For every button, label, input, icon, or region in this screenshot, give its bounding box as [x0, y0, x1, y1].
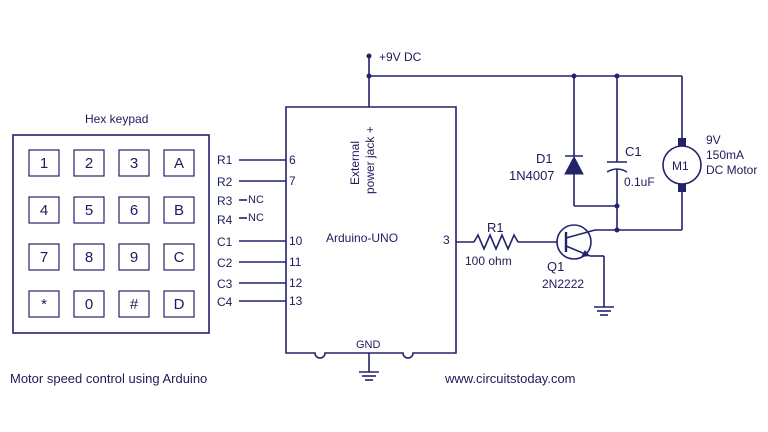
motor-ref: M1 — [672, 159, 689, 173]
keypad-key-label: 3 — [130, 155, 138, 172]
diode-part: 1N4007 — [509, 168, 555, 183]
resistor-ref: R1 — [487, 220, 504, 235]
capacitor-ref: C1 — [625, 144, 642, 159]
keypad-key — [118, 290, 150, 318]
arduino-label: Arduino-UNO — [326, 231, 398, 245]
keypad-key — [118, 196, 150, 224]
keypad-key — [163, 196, 195, 224]
website-url: www.circuitstoday.com — [444, 371, 576, 386]
power-label: +9V DC — [379, 50, 422, 64]
junction-collector — [614, 227, 620, 233]
keypad-key — [73, 290, 105, 318]
transistor-part: 2N2222 — [542, 277, 584, 291]
keypad-key-label: 5 — [85, 202, 93, 219]
keypad-key — [163, 243, 195, 271]
ground-symbol-transistor — [594, 306, 614, 316]
keypad-key — [73, 149, 105, 177]
transistor-ref: Q1 — [547, 259, 564, 274]
keypad-key — [163, 149, 195, 177]
arduino-pin-12: 12 — [289, 276, 303, 290]
keypad-key-label: A — [174, 155, 184, 172]
arduino-pin-7: 7 — [289, 174, 296, 188]
keypad-key — [73, 243, 105, 271]
keypad-key — [118, 149, 150, 177]
keypad-key — [118, 243, 150, 271]
nc-label-r3: NC — [248, 194, 264, 206]
arduino-out-pin-3: 3 — [443, 233, 450, 247]
keypad-key-label: D — [174, 296, 185, 313]
power-jack-label-1: External — [348, 141, 362, 185]
arduino-pin-10: 10 — [289, 234, 303, 248]
keypad-title: Hex keypad — [85, 112, 148, 126]
capacitor-value: 0.1uF — [624, 175, 655, 189]
keypad-key-label: 4 — [40, 202, 48, 219]
keypad-key-label: C — [174, 249, 185, 266]
nc-label-r4: NC — [248, 212, 264, 224]
transistor-collector — [565, 229, 596, 239]
keypad-key-label: * — [41, 296, 47, 313]
transistor-emitter-arrow — [581, 250, 590, 257]
motor-brush-bottom — [678, 184, 686, 192]
resistor-value: 100 ohm — [465, 254, 512, 268]
keypad-key-label: 0 — [85, 296, 93, 313]
keypad-key-label: 6 — [130, 202, 138, 219]
keypad-key — [28, 149, 60, 177]
keypad-key-label: # — [130, 296, 139, 313]
keypad-key-label: 2 — [85, 155, 93, 172]
keypad-key — [28, 243, 60, 271]
keypad-key-label: 8 — [85, 249, 93, 266]
pin-label-c4: C4 — [217, 295, 233, 309]
motor-type: DC Motor — [706, 163, 757, 177]
pin-label-c2: C2 — [217, 256, 233, 270]
keypad-key — [73, 196, 105, 224]
motor-voltage: 9V — [706, 133, 721, 147]
motor-current: 150mA — [706, 148, 744, 162]
keypad-key — [28, 196, 60, 224]
keypad-key — [28, 290, 60, 318]
keypad-body — [12, 134, 210, 334]
junction-rail-arduino — [366, 73, 372, 79]
arduino-body — [285, 106, 457, 359]
pin-label-c3: C3 — [217, 277, 233, 291]
arduino-pin-6: 6 — [289, 153, 296, 167]
arduino-pin-13: 13 — [289, 294, 303, 308]
keypad-key — [163, 290, 195, 318]
pin-label-c1: C1 — [217, 235, 233, 249]
keypad-key-label: 1 — [40, 155, 48, 172]
power-jack-label-2: power jack + — [363, 126, 377, 194]
keypad-key-label: B — [174, 202, 184, 219]
keypad-keys: 1 2 3 A 4 5 6 B 7 8 9 C * 0 # D — [28, 149, 195, 318]
diode-ref: D1 — [536, 151, 553, 166]
pin-label-r1: R1 — [217, 153, 233, 167]
transistor-symbol — [556, 224, 592, 260]
ground-symbol-arduino — [359, 371, 379, 381]
keypad-key-label: 7 — [40, 249, 48, 266]
pin-label-r3: R3 — [217, 194, 233, 208]
resistor-symbol — [473, 232, 519, 252]
motor-brush-top — [678, 138, 686, 146]
arduino-pin-11: 11 — [289, 255, 302, 269]
junction-diode-cap — [614, 203, 620, 209]
diode-symbol — [564, 155, 584, 175]
pin-label-r2: R2 — [217, 175, 233, 189]
arduino-gnd-label: GND — [356, 339, 381, 351]
diagram-title: Motor speed control using Arduino — [10, 371, 207, 386]
keypad-key-label: 9 — [130, 249, 138, 266]
pin-label-r4: R4 — [217, 213, 233, 227]
